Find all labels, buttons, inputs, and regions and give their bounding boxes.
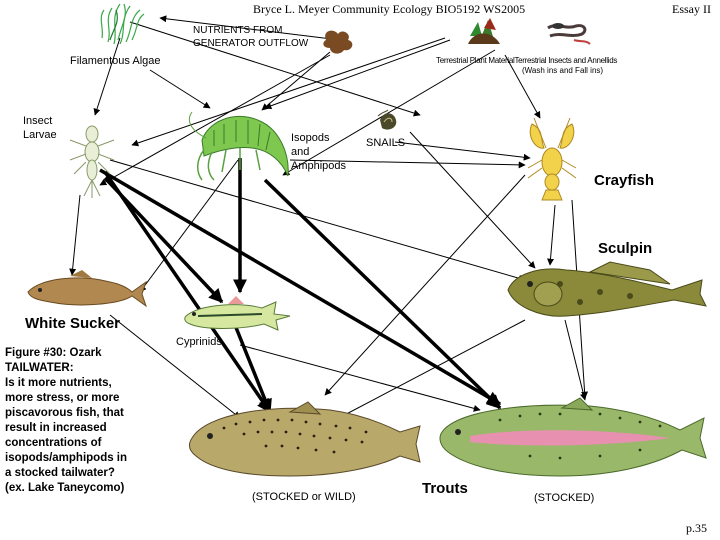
label-trouts: Trouts — [422, 480, 468, 497]
label-isopods-line-1: Isopods — [291, 132, 330, 144]
label-insect-larvae-line-1: Insect — [23, 115, 53, 127]
caption-line: piscavorous fish, that — [5, 407, 124, 419]
arrow-isopods-to-sucker — [139, 159, 239, 293]
thin-arrows — [69, 15, 589, 421]
label-crayfish: Crayfish — [594, 172, 655, 189]
label-white-sucker: White Sucker — [25, 315, 121, 332]
arrow-isopods-to-rainbow-trout — [263, 178, 502, 410]
label-snails: SNAILS — [366, 137, 406, 149]
label-stocked-or-wild: (STOCKED or WILD) — [252, 491, 356, 503]
label-terrestrial: Terrestrial Plant MaterialTerrestrial In… — [436, 56, 617, 65]
insect-larvae-drawing — [69, 125, 115, 198]
arrow-algae-to-isopods — [149, 69, 211, 109]
terrestrial-insects-drawing — [547, 23, 591, 45]
caption-line: concentrations of — [5, 437, 102, 449]
arrow-nutrients-to-larvae — [99, 54, 331, 186]
arrow-snails-to-crayfish — [394, 141, 531, 161]
arrow-algae-to-larvae — [93, 37, 121, 116]
label-cyprinids: Cyprinids — [176, 336, 222, 348]
cyprinid-drawing — [184, 296, 291, 331]
arrow-nutrients-to-algae — [159, 15, 341, 41]
label-filamentous-algae: Filamentous Algae — [70, 55, 161, 67]
caption-line: TAILWATER: — [5, 362, 74, 374]
thick-arrows — [99, 158, 502, 414]
arrow-terrestrial-insects-to-isopods — [282, 49, 496, 176]
arrow-sucker-to-brown-trout — [109, 314, 241, 419]
caption-line: a stocked tailwater? — [5, 467, 115, 479]
label-wash-ins: (Wash ins and Fall ins) — [522, 66, 604, 75]
arrow-sculpin-to-brown-trout — [334, 319, 526, 421]
header-essay: Essay II — [672, 2, 711, 16]
arrow-algae-to-snails — [129, 21, 421, 117]
caption-line: result in increased — [5, 422, 107, 434]
arrow-isopods-to-crayfish — [289, 159, 526, 169]
amphipod-drawing — [188, 111, 289, 181]
arrow-sculpin-to-rainbow-trout — [564, 319, 587, 401]
label-terrestrial-plant: Terrestrial Plant Material — [436, 56, 515, 65]
arrow-snails-to-sculpin — [409, 131, 536, 269]
arrow-terrestrial-to-isopods — [264, 39, 451, 110]
label-isopods: Isopods and Amphipods — [291, 131, 346, 173]
label-terrestrial-insects: Terrestrial Insects and Annellids — [514, 56, 618, 65]
label-nutrients: NUTRIENTS FROM GENERATOR OUTFLOW — [193, 24, 308, 50]
brown-trout-drawing — [188, 401, 421, 477]
arrow-larvae-to-sucker — [69, 194, 81, 276]
label-insect-larvae: Insect Larvae — [23, 114, 57, 142]
page-number: p.35 — [686, 521, 707, 535]
arrow-crayfish-to-brown-trout — [324, 174, 526, 396]
caption-line: (ex. Lake Taneycomo) — [5, 482, 125, 494]
arrow-larvae-to-sculpin — [109, 159, 526, 282]
crayfish-drawing — [527, 117, 577, 201]
arrow-larvae-to-brown-trout — [103, 171, 272, 414]
arrow-cyprinids-to-brown-trout — [233, 324, 272, 414]
rainbow-trout-drawing — [439, 397, 707, 477]
label-isopods-line-2: and — [291, 146, 310, 158]
label-sculpin: Sculpin — [598, 240, 653, 257]
arrow-crayfish-to-sculpin — [547, 204, 556, 266]
label-insect-larvae-line-2: Larvae — [23, 129, 57, 141]
arrow-cyprinids-to-rainbow-trout — [239, 344, 481, 412]
white-sucker-drawing — [27, 270, 147, 308]
caption-line: Figure #30: Ozark — [5, 347, 102, 359]
snail-drawing — [377, 109, 397, 130]
label-nutrients-line-2: GENERATOR OUTFLOW — [193, 38, 309, 49]
arrow-terrestrial-to-crayfish — [504, 54, 541, 119]
label-nutrients-line-1: NUTRIENTS FROM — [193, 25, 283, 36]
arrow-terrestrial-to-larvae — [131, 37, 446, 147]
caption-line: more stress, or more — [5, 392, 120, 404]
header-author-course: Bryce L. Meyer Community Ecology BIO5192… — [253, 2, 526, 16]
nutrients-blob-drawing — [323, 30, 353, 54]
caption-line: isopods/amphipods in — [5, 452, 128, 464]
terrestrial-plant-drawing — [468, 18, 500, 44]
label-isopods-line-3: Amphipods — [291, 160, 347, 172]
figure-caption: Figure #30: Ozark TAILWATER: Is it more … — [5, 346, 175, 496]
label-stocked: (STOCKED) — [534, 492, 595, 504]
filamentous-algae-drawing — [100, 3, 145, 45]
caption-line: Is it more nutrients, — [5, 377, 112, 389]
sculpin-drawing — [507, 261, 707, 317]
arrow-larvae-to-rainbow-trout — [99, 168, 502, 406]
